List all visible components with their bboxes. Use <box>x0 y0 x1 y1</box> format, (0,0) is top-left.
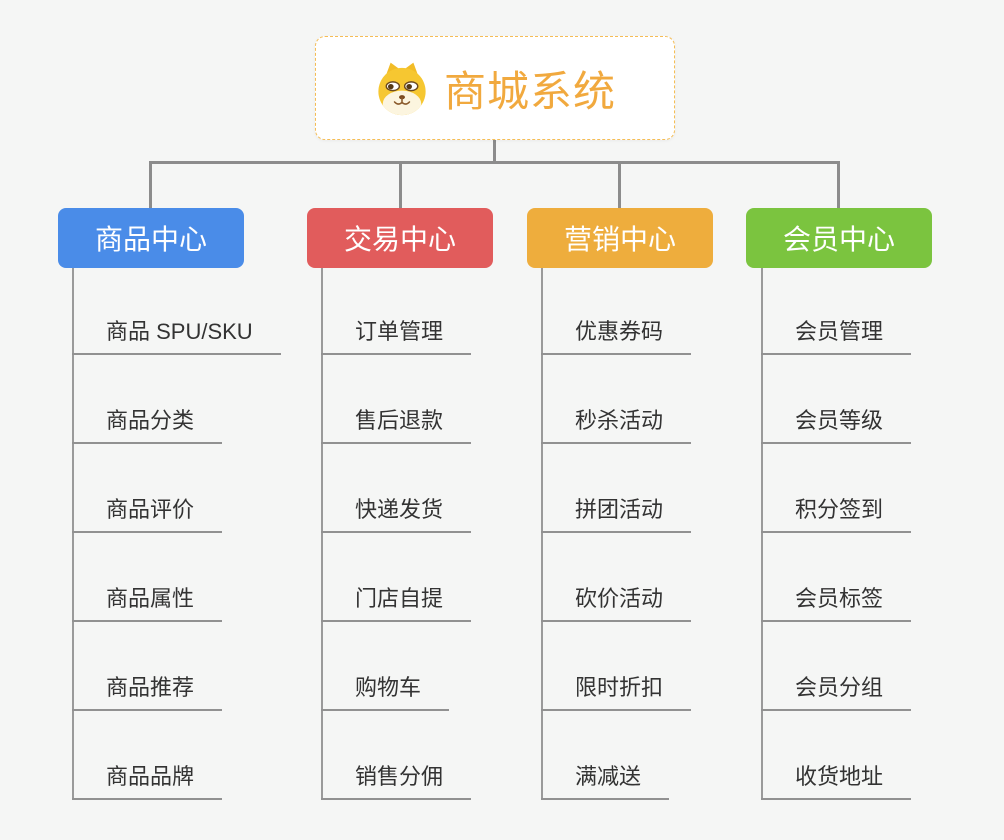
column-spine <box>321 268 323 799</box>
leaf-node[interactable]: 积分签到 <box>761 495 912 533</box>
branch-label: 商品中心 <box>94 224 207 255</box>
leaf-node[interactable]: 秒杀活动 <box>541 406 692 444</box>
branch-drop-connector <box>837 164 840 208</box>
branch-label: 营销中心 <box>563 224 676 255</box>
column-spine <box>761 268 763 799</box>
branch-node-member-center[interactable]: 会员中心 <box>746 208 932 268</box>
column-spine <box>72 268 74 799</box>
dog-face-icon <box>378 62 426 116</box>
branch-node-trade-center[interactable]: 交易中心 <box>307 208 493 268</box>
leaf-node[interactable]: 商品分类 <box>72 406 223 444</box>
leaf-node[interactable]: 优惠券码 <box>541 317 692 355</box>
root-stem-connector <box>493 140 496 164</box>
leaf-node[interactable]: 订单管理 <box>321 317 472 355</box>
leaf-node[interactable]: 购物车 <box>321 673 450 711</box>
leaf-node[interactable]: 满减送 <box>541 762 670 800</box>
leaf-node[interactable]: 拼团活动 <box>541 495 692 533</box>
branch-drop-connector <box>149 164 152 208</box>
root-node-mall-system[interactable]: 商城系统 <box>315 36 675 140</box>
branch-label: 交易中心 <box>343 224 456 255</box>
leaf-node[interactable]: 限时折扣 <box>541 673 692 711</box>
leaf-node[interactable]: 收货地址 <box>761 762 912 800</box>
leaf-node[interactable]: 会员分组 <box>761 673 912 711</box>
leaf-node[interactable]: 商品品牌 <box>72 762 223 800</box>
branch-bus-connector <box>149 161 840 164</box>
leaf-node[interactable]: 砍价活动 <box>541 584 692 622</box>
leaf-node[interactable]: 会员等级 <box>761 406 912 444</box>
leaf-node[interactable]: 快递发货 <box>321 495 472 533</box>
leaf-node[interactable]: 门店自提 <box>321 584 472 622</box>
leaf-node[interactable]: 商品 SPU/SKU <box>72 317 281 355</box>
root-node-label: 商城系统 <box>443 67 616 115</box>
branch-label: 会员中心 <box>782 224 895 255</box>
branch-node-marketing-center[interactable]: 营销中心 <box>527 208 713 268</box>
branch-drop-connector <box>399 164 402 208</box>
leaf-node[interactable]: 售后退款 <box>321 406 472 444</box>
leaf-node[interactable]: 销售分佣 <box>321 762 472 800</box>
leaf-node[interactable]: 商品评价 <box>72 495 223 533</box>
leaf-node[interactable]: 商品属性 <box>72 584 223 622</box>
branch-node-product-center[interactable]: 商品中心 <box>58 208 244 268</box>
column-spine <box>541 268 543 799</box>
leaf-node[interactable]: 会员标签 <box>761 584 912 622</box>
leaf-node[interactable]: 商品推荐 <box>72 673 223 711</box>
leaf-node[interactable]: 会员管理 <box>761 317 912 355</box>
branch-drop-connector <box>618 164 621 208</box>
